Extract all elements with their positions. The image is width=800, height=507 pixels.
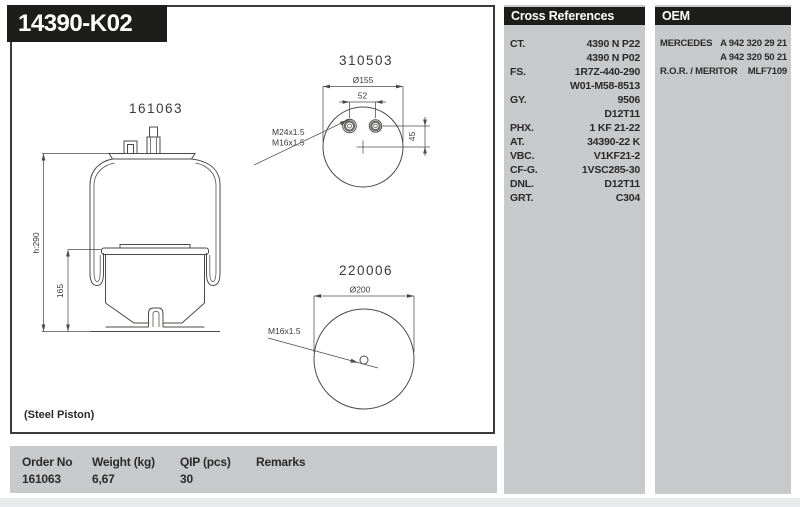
oem-panel: OEM MERCEDES A 942 320 29 21 A 942 320 5… [655,5,791,494]
brand-code: PHX. [510,122,534,134]
part-code: D12T11 [604,178,640,190]
technical-drawing-box: 161063 [10,5,495,434]
cross-references-list: CT. 4390 N P22 4390 N P02 FS. 1R7Z-440-2… [504,37,645,205]
footer-strip [0,498,800,507]
cross-reference-row: PHX. 1 KF 21-22 [504,121,645,135]
oem-part-code: A 942 320 29 21 [720,38,787,49]
steel-piston-note: (Steel Piston) [24,409,95,421]
part-code: 4390 N P22 [586,38,641,50]
dim-piston-text: 165 [55,284,65,298]
thread-leader: M16x1.5 [267,326,379,369]
cross-reference-row: VBC. V1KF21-2 [504,149,645,163]
oem-brand: R.O.R. / MERITOR [660,66,738,77]
qip-header: QIP (pcs) [180,455,231,469]
top-view-label: 310503 [339,53,393,68]
stud-circles [342,118,383,134]
part-code: 9506 [617,94,640,106]
brand-code: GY. [510,94,527,106]
oem-row: R.O.R. / MERITOR MLF7109 [655,65,791,79]
thread-labels: M24x1.5 M16x1.5 [253,118,351,166]
oem-part-code: MLF7109 [747,66,787,77]
dim-offset-text: 45 [407,132,417,142]
cross-reference-row: GRT. C304 [504,191,645,205]
center-mark [356,140,370,154]
brand-code: CT. [510,38,526,50]
cross-reference-row: FS. 1R7Z-440-290 [504,65,645,79]
oem-row: A 942 320 50 21 [655,51,791,65]
side-view-drawing: 161063 [31,101,221,332]
part-code: V1KF21-2 [593,150,640,162]
part-code: 1R7Z-440-290 [574,66,641,78]
top-view-drawing: 310503 Ø [253,53,430,188]
dim-diameter-text: Ø200 [350,285,371,295]
dimension-d155: Ø155 [322,75,404,142]
brand-code: CF-G. [510,164,538,176]
top-studs [123,126,161,154]
thread-stud-text: M16x1.5 [268,326,301,336]
part-code: 1VSC285-30 [581,164,640,176]
order-no-header: Order No [22,455,73,469]
thread-port-text: M24x1.5 [272,127,305,137]
bottom-view-label: 220006 [339,263,393,278]
part-code: 1 KF 21-22 [589,122,640,134]
dimension-52: 52 [339,91,386,118]
cross-reference-row: GY. 9506 [504,93,645,107]
brand-code: DNL. [510,178,534,190]
part-number-title: 14390-K02 [7,5,167,42]
order-no-value: 161063 [22,472,61,486]
oem-header: OEM [655,7,791,25]
part-code: 34390-22 K [587,136,640,148]
dim-diameter-text: Ø155 [353,75,374,85]
cross-reference-row: DNL. D12T11 [504,177,645,191]
cross-reference-row: CF-G. 1VSC285-30 [504,163,645,177]
cross-reference-row: CT. 4390 N P22 [504,37,645,51]
cross-references-header: Cross References [504,7,645,25]
cross-reference-row: 4390 N P02 [504,51,645,65]
center-hole [359,355,369,365]
part-code: 4390 N P02 [586,52,641,64]
thread-stud-text: M16x1.5 [272,138,305,148]
qip-value: 30 [180,472,193,486]
cross-reference-row: AT. 34390-22 K [504,135,645,149]
dimension-d200: Ø200 [313,285,415,352]
brand-code: FS. [510,66,526,78]
side-view-label: 161063 [129,101,183,116]
bottom-view-drawing: 220006 Ø200 M16x1.5 [267,263,415,410]
dimension-165: 165 [55,249,102,332]
oem-part-code: A 942 320 50 21 [720,52,787,63]
bellows [89,158,221,287]
brand-code: GRT. [510,192,534,204]
steel-piston [90,244,220,332]
weight-value: 6,67 [92,472,115,486]
dim-height-text: h:290 [31,232,41,254]
dim-spacing-text: 52 [358,91,368,101]
piston-circle [313,308,415,410]
part-code: W01-M58-8513 [570,80,640,92]
weight-header: Weight (kg) [92,455,155,469]
oem-row: MERCEDES A 942 320 29 21 [655,37,791,51]
oem-list: MERCEDES A 942 320 29 21 A 942 320 50 21… [655,37,791,79]
oem-brand: MERCEDES [660,38,713,49]
top-plate [108,153,196,160]
cross-reference-row: W01-M58-8513 [504,79,645,93]
dimension-45: 45 [369,117,430,156]
remarks-header: Remarks [256,455,306,469]
order-info-table: Order No Weight (kg) QIP (pcs) Remarks 1… [10,446,497,493]
cross-reference-row: D12T11 [504,107,645,121]
cross-references-panel: Cross References CT. 4390 N P22 4390 N P… [504,5,645,494]
dimension-h290: h:290 [31,153,109,332]
brand-code: VBC. [510,150,535,162]
part-code: C304 [615,192,641,204]
brand-code: AT. [510,136,525,148]
air-spring-drawing: 161063 [31,53,430,410]
part-code: D12T11 [604,108,640,120]
